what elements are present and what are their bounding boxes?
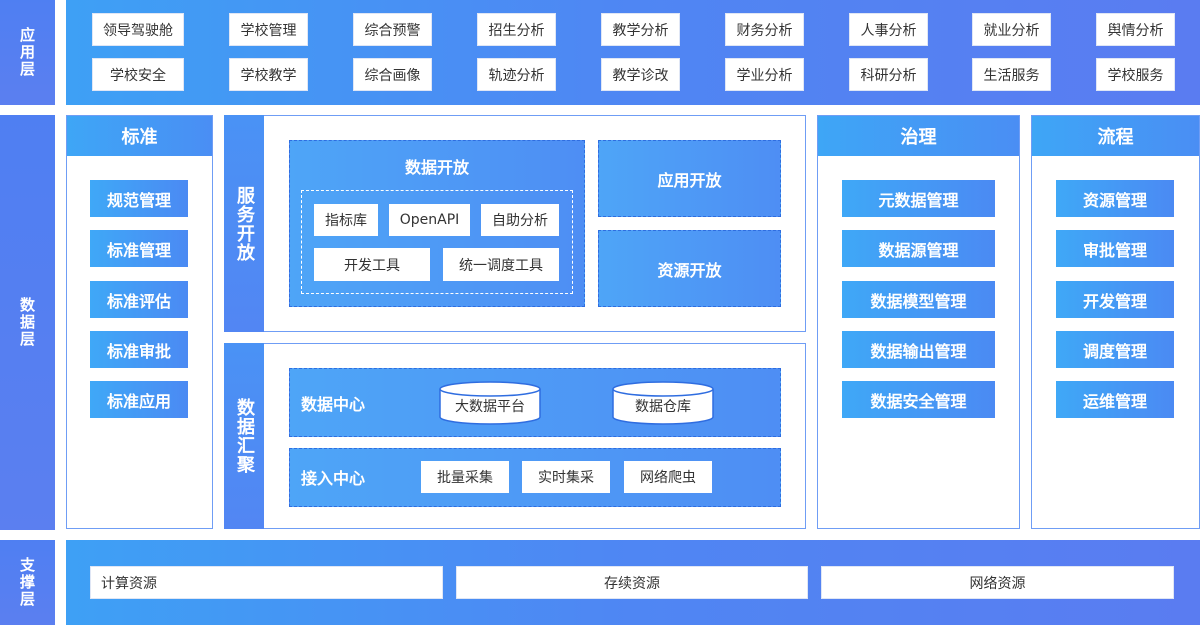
data-center-title: 数据中心 (301, 395, 366, 414)
standard-item-button[interactable]: 规范管理 (90, 180, 188, 217)
standard-panel: 标准 (66, 115, 213, 529)
batch-collect-button[interactable]: 批量采集 (421, 461, 509, 493)
resource-open-box[interactable] (598, 230, 781, 307)
app-tile[interactable]: 生活服务 (972, 58, 1051, 91)
process-item-button[interactable]: 开发管理 (1056, 281, 1174, 318)
data-open-title: 数据开放 (404, 158, 469, 177)
process-item-button[interactable]: 运维管理 (1056, 381, 1174, 418)
self-analysis-button[interactable]: 自助分析 (481, 204, 559, 236)
app-open-label: 应用开放 (657, 170, 722, 190)
resource-open-label: 资源开放 (657, 260, 722, 280)
standard-item-button[interactable]: 标准评估 (90, 281, 188, 318)
cylinder-icon (439, 381, 541, 425)
data-warehouse-cylinder[interactable]: 数据仓库 (612, 381, 714, 425)
indicator-library-button[interactable]: 指标库 (314, 204, 378, 236)
layer-label-data: 数据层 (0, 115, 55, 530)
big-data-platform-label: 大数据平台 (455, 399, 525, 415)
app-open-box[interactable] (598, 140, 781, 217)
app-tile[interactable]: 舆情分析 (1096, 13, 1175, 46)
openapi-button[interactable]: OpenAPI (389, 204, 470, 236)
standard-item-button[interactable]: 标准应用 (90, 381, 188, 418)
app-tile[interactable]: 财务分析 (725, 13, 804, 46)
governance-item-button[interactable]: 数据安全管理 (842, 381, 995, 418)
governance-panel-title: 治理 (818, 116, 1019, 156)
app-tile[interactable]: 学校安全 (92, 58, 184, 91)
standard-panel-title: 标准 (67, 116, 212, 156)
app-tile[interactable]: 就业分析 (972, 13, 1051, 46)
service-open-tab: 服务开放 (224, 115, 264, 332)
standard-item-button[interactable]: 标准管理 (90, 230, 188, 267)
compute-resource-tile[interactable]: 计算资源 (90, 566, 443, 599)
app-tile[interactable]: 轨迹分析 (477, 58, 556, 91)
cylinder-icon (612, 381, 714, 425)
dev-tools-button[interactable]: 开发工具 (314, 248, 430, 281)
app-tile[interactable]: 人事分析 (849, 13, 928, 46)
governance-item-button[interactable]: 数据源管理 (842, 230, 995, 267)
app-tile[interactable]: 学校管理 (229, 13, 308, 46)
web-crawler-button[interactable]: 网络爬虫 (624, 461, 712, 493)
network-resource-tile[interactable]: 网络资源 (821, 566, 1174, 599)
app-tile[interactable]: 学业分析 (725, 58, 804, 91)
governance-item-button[interactable]: 数据模型管理 (842, 281, 995, 318)
process-panel-title: 流程 (1032, 116, 1199, 156)
data-gather-tab: 数据汇聚 (224, 343, 264, 529)
process-panel: 流程 (1031, 115, 1200, 529)
app-tile[interactable]: 综合预警 (353, 13, 432, 46)
layer-label-support: 支撑层 (0, 540, 55, 625)
process-item-button[interactable]: 审批管理 (1056, 230, 1174, 267)
app-tile[interactable]: 综合画像 (353, 58, 432, 91)
app-tile[interactable]: 科研分析 (849, 58, 928, 91)
data-warehouse-label: 数据仓库 (635, 399, 691, 415)
storage-resource-tile[interactable]: 存续资源 (456, 566, 808, 599)
process-item-button[interactable]: 资源管理 (1056, 180, 1174, 217)
app-tile[interactable]: 领导驾驶舱 (92, 13, 184, 46)
governance-item-button[interactable]: 元数据管理 (842, 180, 995, 217)
governance-panel: 治理 (817, 115, 1020, 529)
app-tile[interactable]: 学校服务 (1096, 58, 1175, 91)
data-open-inner-frame (301, 190, 573, 294)
process-item-button[interactable]: 调度管理 (1056, 331, 1174, 368)
governance-item-button[interactable]: 数据输出管理 (842, 331, 995, 368)
big-data-platform-cylinder[interactable]: 大数据平台 (439, 381, 541, 425)
layer-label-app: 应用层 (0, 0, 55, 105)
app-tile[interactable]: 招生分析 (477, 13, 556, 46)
unified-scheduler-button[interactable]: 统一调度工具 (443, 248, 559, 281)
app-tile[interactable]: 学校教学 (229, 58, 308, 91)
access-center-title: 接入中心 (301, 469, 366, 488)
realtime-collect-button[interactable]: 实时集采 (522, 461, 610, 493)
standard-item-button[interactable]: 标准审批 (90, 331, 188, 368)
app-tile[interactable]: 教学诊改 (601, 58, 680, 91)
app-tile[interactable]: 教学分析 (601, 13, 680, 46)
